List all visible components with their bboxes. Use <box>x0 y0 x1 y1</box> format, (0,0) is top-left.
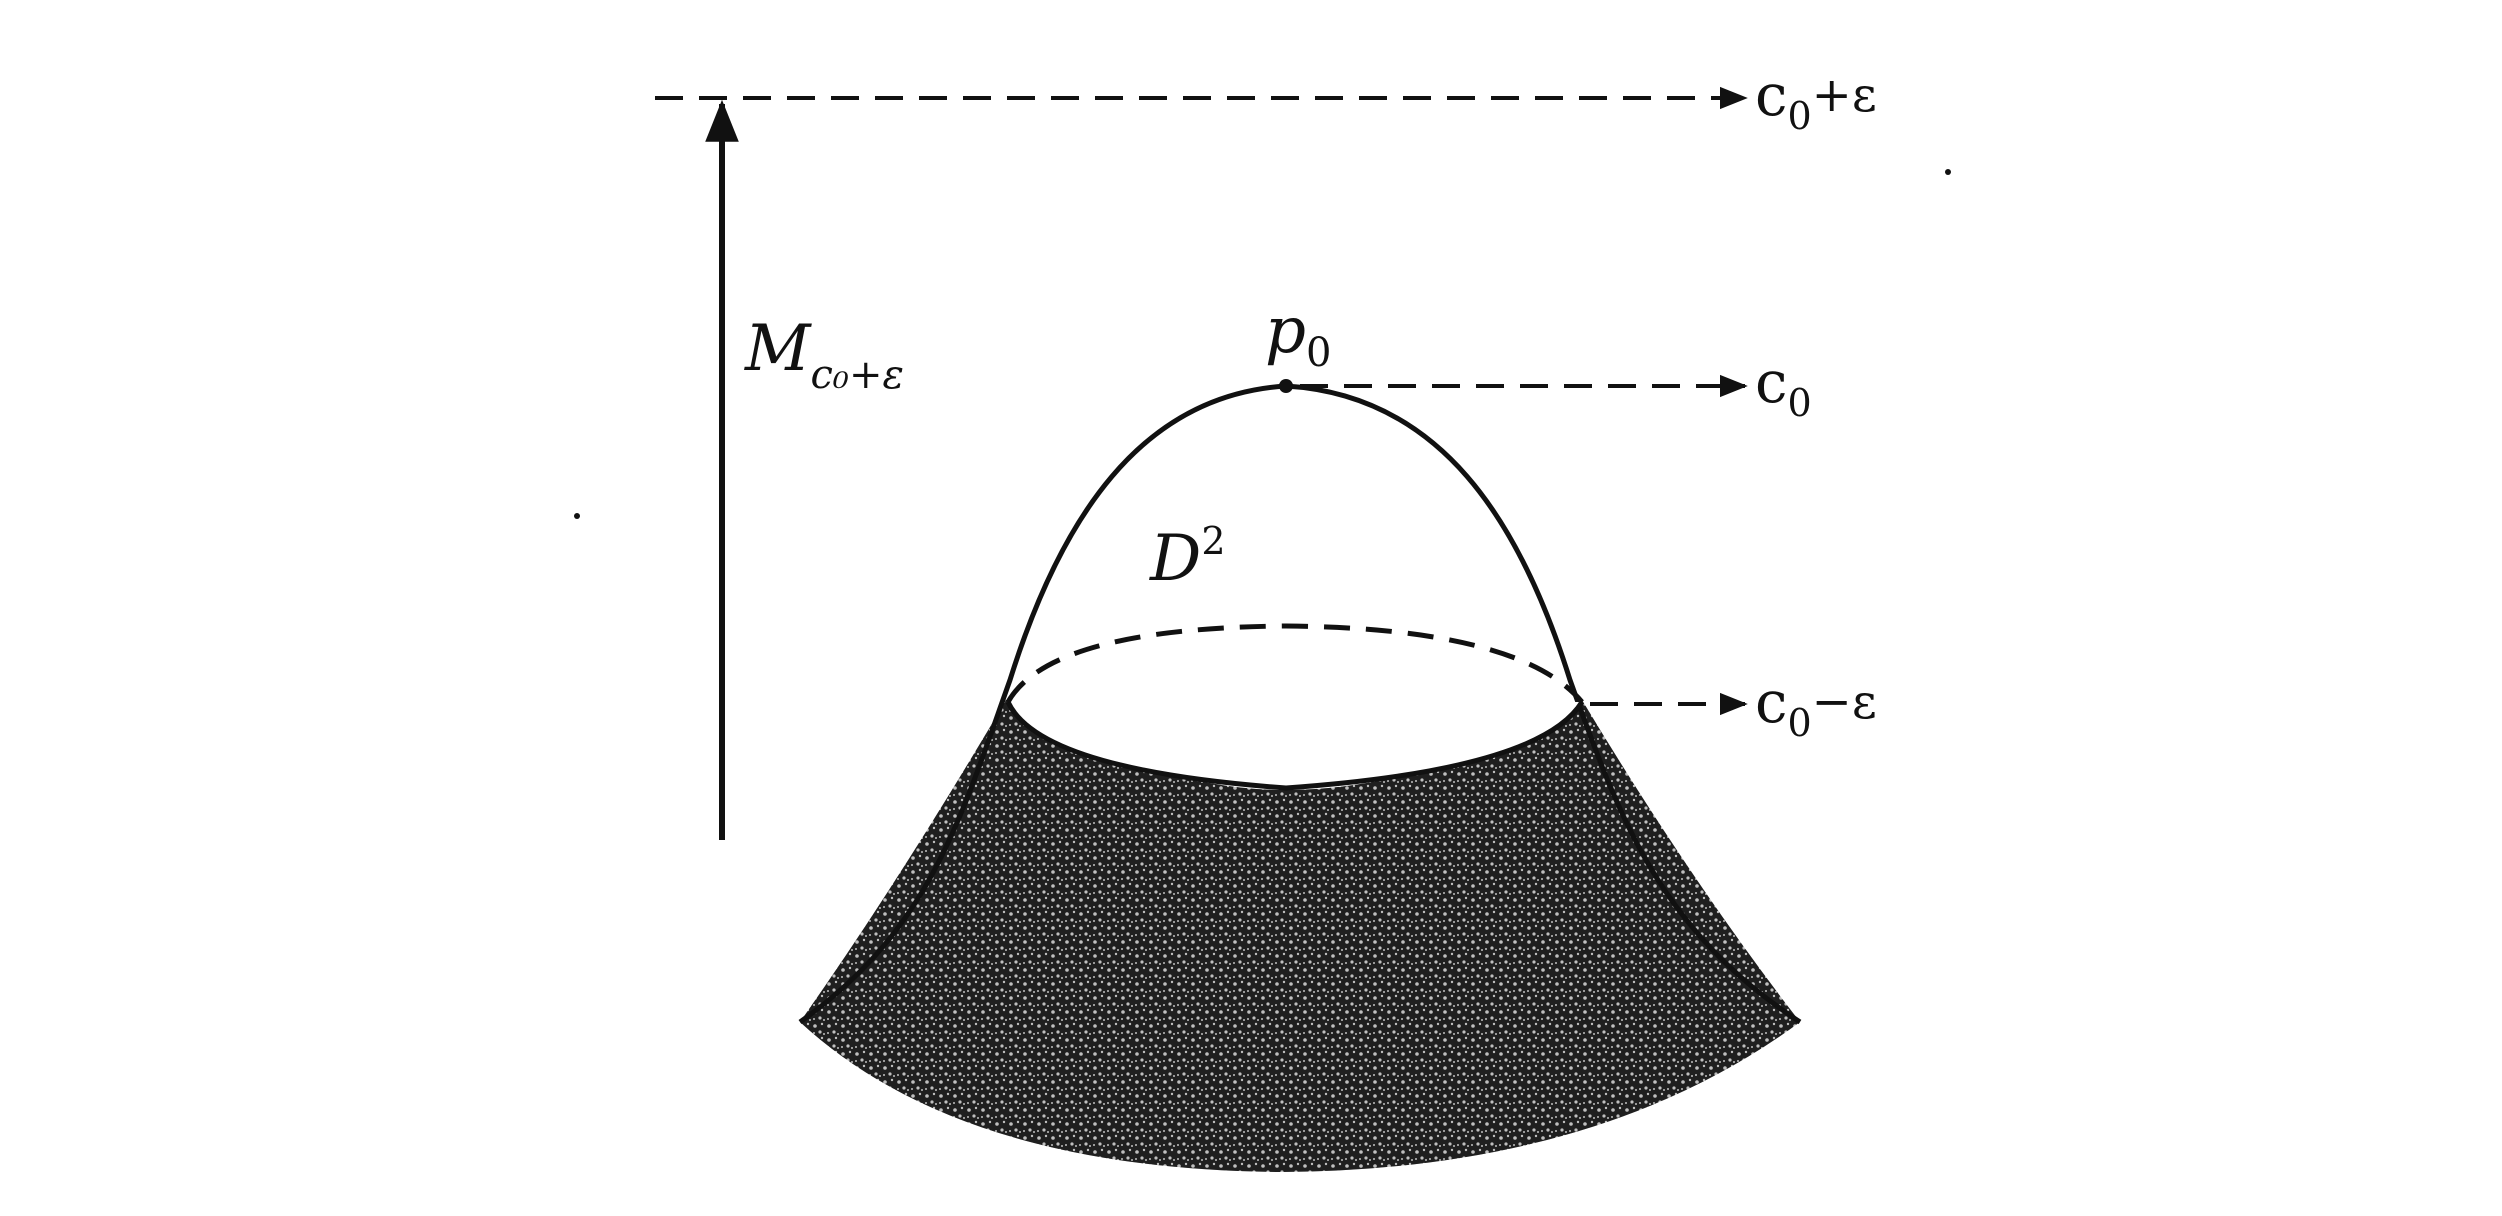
level-label-low: c0−ε <box>1755 668 1877 745</box>
level-curve-front <box>1005 700 1585 791</box>
disk-label: D2 <box>1149 519 1226 596</box>
level-curve-back <box>1005 623 1584 704</box>
speck <box>1945 169 1951 175</box>
critical-point-label: p0 <box>1265 294 1331 376</box>
critical-point <box>1279 379 1293 393</box>
level-label-mid: c0 <box>1755 348 1812 425</box>
level-label-top: c0+ε <box>1755 61 1877 138</box>
speck <box>574 513 580 519</box>
shaded-sublevel-region <box>800 700 1800 1172</box>
manifold-label: Mc₀+ε <box>744 312 904 398</box>
